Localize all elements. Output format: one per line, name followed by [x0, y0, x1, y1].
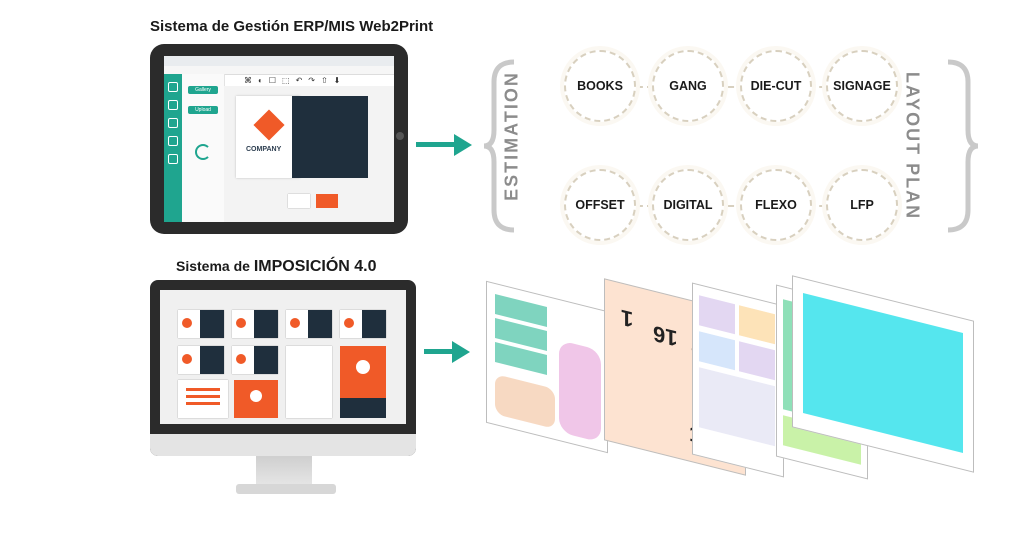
company-logo-icon [253, 109, 285, 141]
imposed-card-4 [340, 310, 386, 338]
sheet-gang [692, 282, 784, 478]
circle-flexo: FLEXO [740, 169, 812, 241]
business-card-front: COMPANY [236, 96, 300, 178]
imposition-title: Sistema de IMPOSICIÓN 4.0 [176, 258, 377, 276]
layout-plan-label: LAYOUT PLAN [902, 71, 923, 221]
imposition-title-main: IMPOSICIÓN 4.0 [253, 258, 377, 275]
monitor-chin [150, 434, 416, 456]
monitor-screen [160, 290, 406, 424]
tablet-screen: Gallery Upload ⌘◐☐⬚↶↷⇧⬇ COMPANY [164, 56, 394, 222]
business-card-back [292, 96, 368, 178]
imposed-poster-white [286, 346, 332, 418]
bottom-connector [566, 205, 886, 207]
tablet-device: Gallery Upload ⌘◐☐⬚↶↷⇧⬇ COMPANY [150, 44, 408, 234]
circle-die-cut: DIE-CUT [740, 50, 812, 122]
page-thumb-2[interactable] [316, 194, 338, 208]
right-brace [947, 59, 979, 233]
arrow-top-head [454, 134, 472, 156]
monitor-stand-base [236, 484, 336, 494]
page-thumb-1[interactable] [288, 194, 310, 208]
circle-books: BOOKS [564, 50, 636, 122]
circle-signage: SIGNAGE [826, 50, 898, 122]
tablet-home-button [396, 132, 404, 140]
arrow-bottom-shaft [424, 349, 454, 354]
editor-sidebar [164, 74, 182, 222]
imposed-card-1 [178, 310, 224, 338]
editor-toolbar: ⌘◐☐⬚↶↷⇧⬇ [244, 76, 347, 85]
monitor-device [150, 280, 416, 456]
layout-sheets: 1 16 13 4 12 5 [480, 275, 1000, 500]
top-connector [566, 86, 886, 88]
background-tool-icon[interactable] [168, 136, 178, 146]
imposed-card-6 [232, 346, 278, 374]
loading-spinner [195, 144, 211, 160]
left-brace [483, 59, 515, 233]
text-tool-icon[interactable] [168, 82, 178, 92]
monitor-stand-neck [256, 456, 312, 486]
upload-button[interactable]: Upload [188, 106, 218, 114]
circle-gang: GANG [652, 50, 724, 122]
image-tool-icon[interactable] [168, 118, 178, 128]
layers-tool-icon[interactable] [168, 154, 178, 164]
imposed-flyer-text [178, 380, 228, 418]
arrow-bottom-head [452, 341, 470, 363]
shape-tool-icon[interactable] [168, 100, 178, 110]
card-company-name: COMPANY [246, 146, 282, 153]
page-number-1: 1 [621, 304, 634, 333]
image-panel: Gallery Upload [182, 74, 225, 222]
imposed-card-2 [232, 310, 278, 338]
browser-tab-bar [164, 56, 394, 66]
circle-digital: DIGITAL [652, 169, 724, 241]
erp-title: Sistema de Gestión ERP/MIS Web2Print [150, 18, 434, 35]
design-canvas[interactable]: COMPANY [224, 86, 394, 222]
imposed-poster-orange [340, 346, 386, 418]
imposed-card-3 [286, 310, 332, 338]
browser-url-bar [164, 66, 394, 75]
page-number-16: 16 [653, 320, 678, 352]
circle-offset: OFFSET [564, 169, 636, 241]
imposed-flyer-orange [234, 380, 278, 418]
imposition-title-prefix: Sistema de [176, 258, 254, 274]
arrow-top-shaft [416, 142, 456, 147]
gallery-button[interactable]: Gallery [188, 86, 218, 94]
estimation-label: ESTIMATION [501, 71, 522, 201]
imposed-card-5 [178, 346, 224, 374]
sheet-die-cut [486, 280, 608, 454]
circle-lfp: LFP [826, 169, 898, 241]
